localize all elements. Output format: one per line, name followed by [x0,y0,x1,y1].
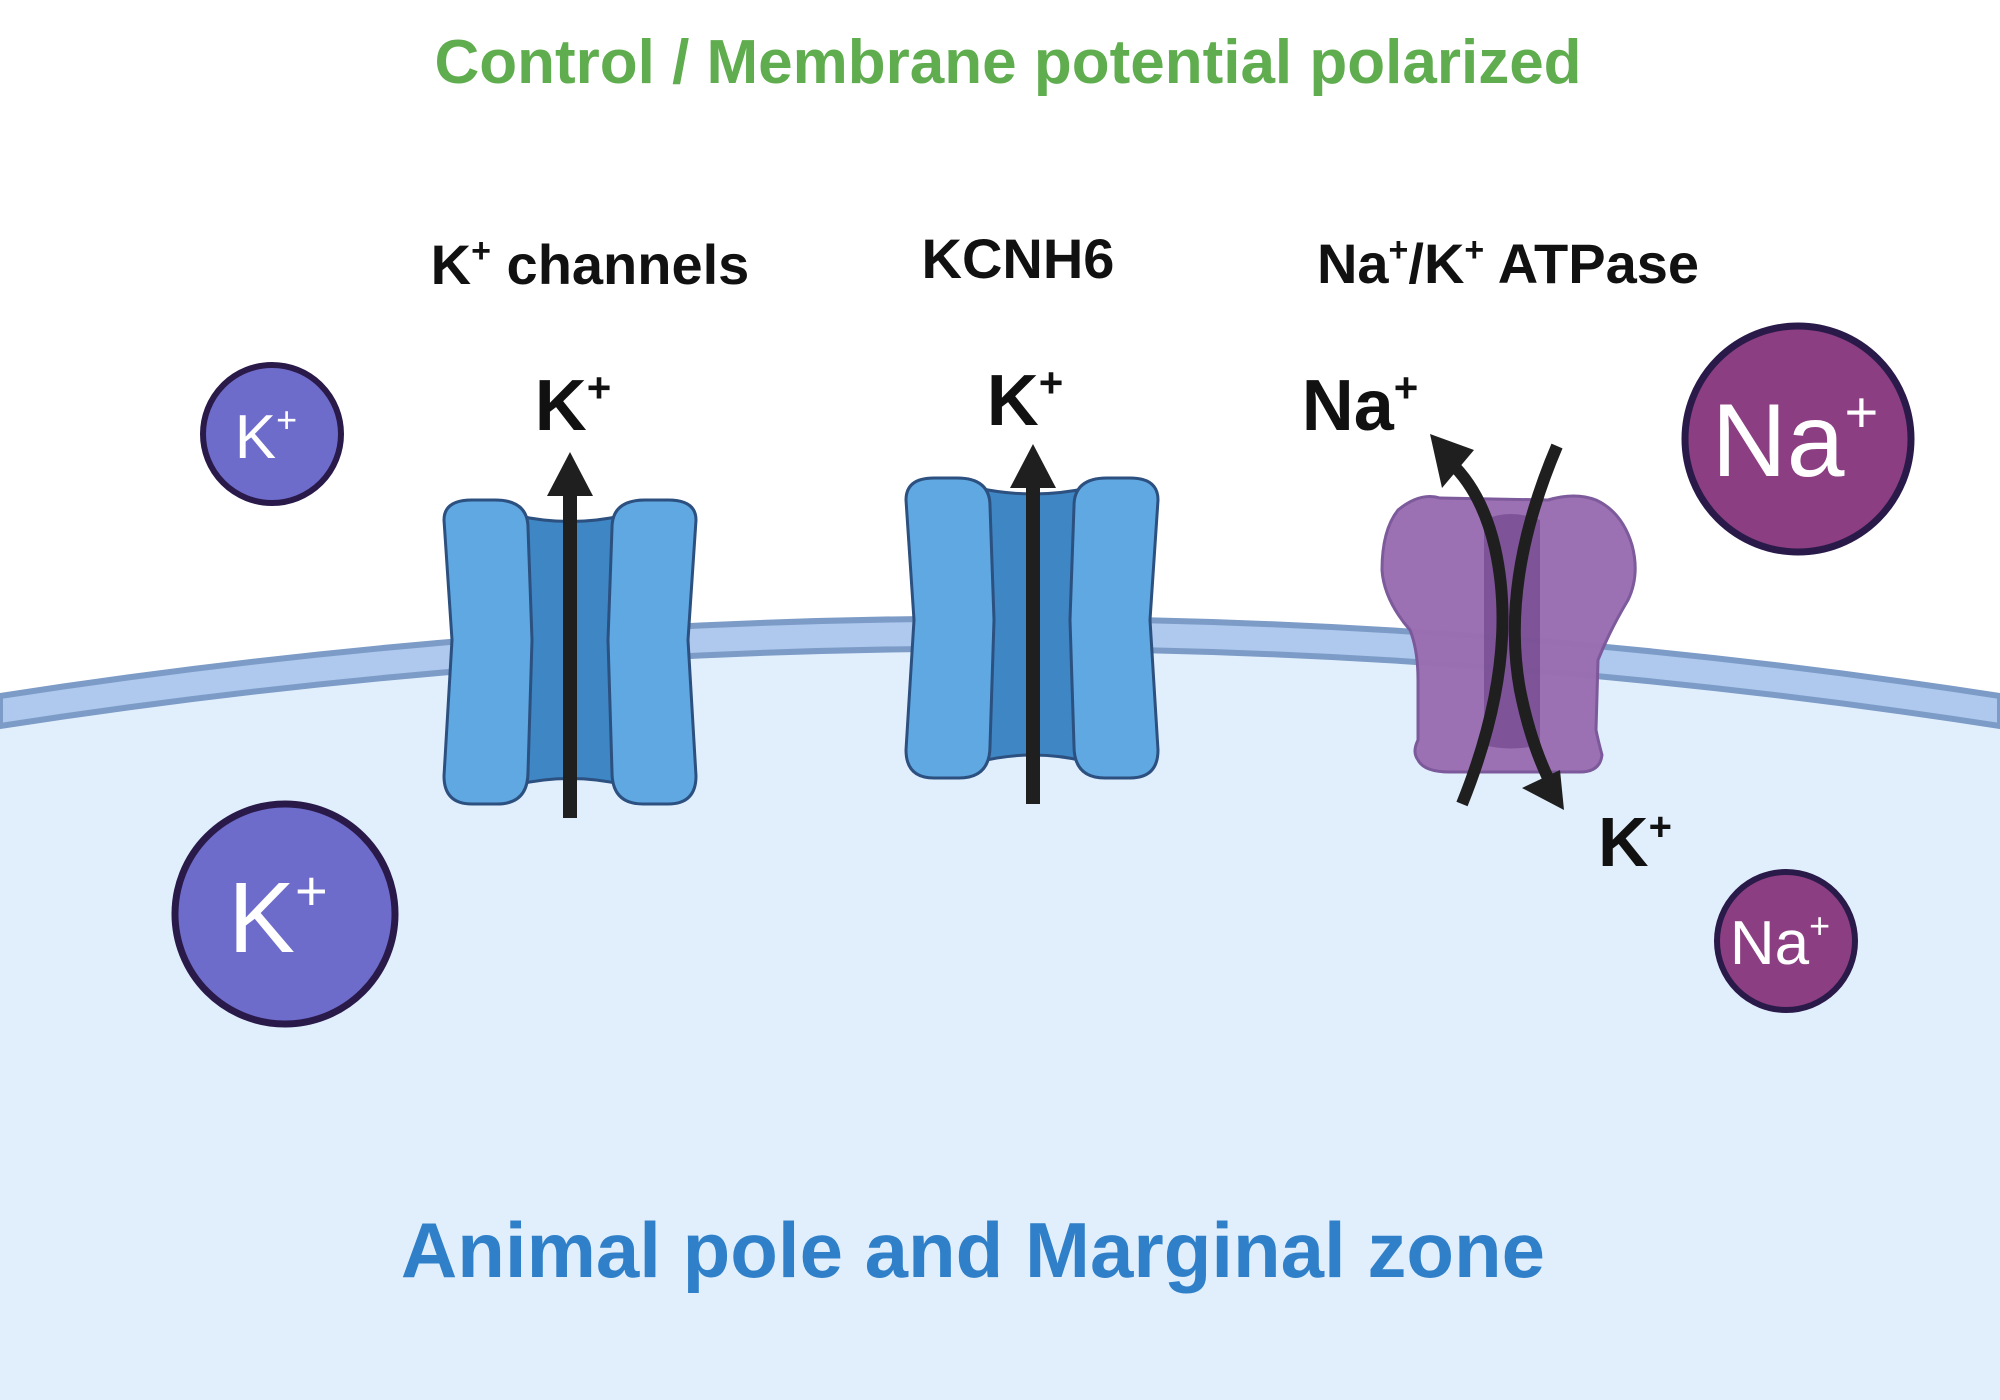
diagram-title: Control / Membrane potential polarized [434,28,1581,97]
region-label: Animal pole and Marginal zone [401,1206,1545,1294]
na-k-atpase-protein [1380,434,1637,810]
k-channel-label: K+ channels [431,232,750,296]
svg-text:Na+: Na+ [1712,380,1879,499]
k-channel-protein [442,452,698,818]
na-k-atpase-in-arrow [1508,443,1563,781]
na-k-atpase-na-label: Na+ [1302,364,1419,446]
na-k-atpase-k-label: K+ [1598,803,1672,881]
kcnh6-ion-label: K+ [987,359,1064,441]
na-k-atpase-out-arrow [1445,457,1509,807]
k-ion-extracellular: K+ [200,362,344,506]
svg-text:K+: K+ [235,399,297,472]
kcnh6-left-subunit [904,476,996,780]
k-channel-left-subunit [442,498,534,806]
k-channel-ion-label: K+ [535,364,612,446]
k-ion-intracellular: K+ [171,800,399,1028]
cytoplasm [0,632,2000,1400]
na-ion-intracellular: Na+ [1714,869,1858,1013]
svg-text:K+: K+ [228,859,327,974]
kcnh6-arrow-head [1010,444,1056,488]
kcnh6-label: KCNH6 [922,227,1115,290]
k-channel-right-subunit [606,498,698,806]
k-channel-arrow-head [547,452,593,496]
kcnh6-right-subunit [1068,476,1160,780]
svg-text:Na+: Na+ [1730,905,1830,978]
na-k-atpase-label: Na+/K+ ATPase [1317,231,1699,295]
kcnh6-protein [904,444,1160,804]
na-ion-extracellular: Na+ [1681,322,1915,556]
